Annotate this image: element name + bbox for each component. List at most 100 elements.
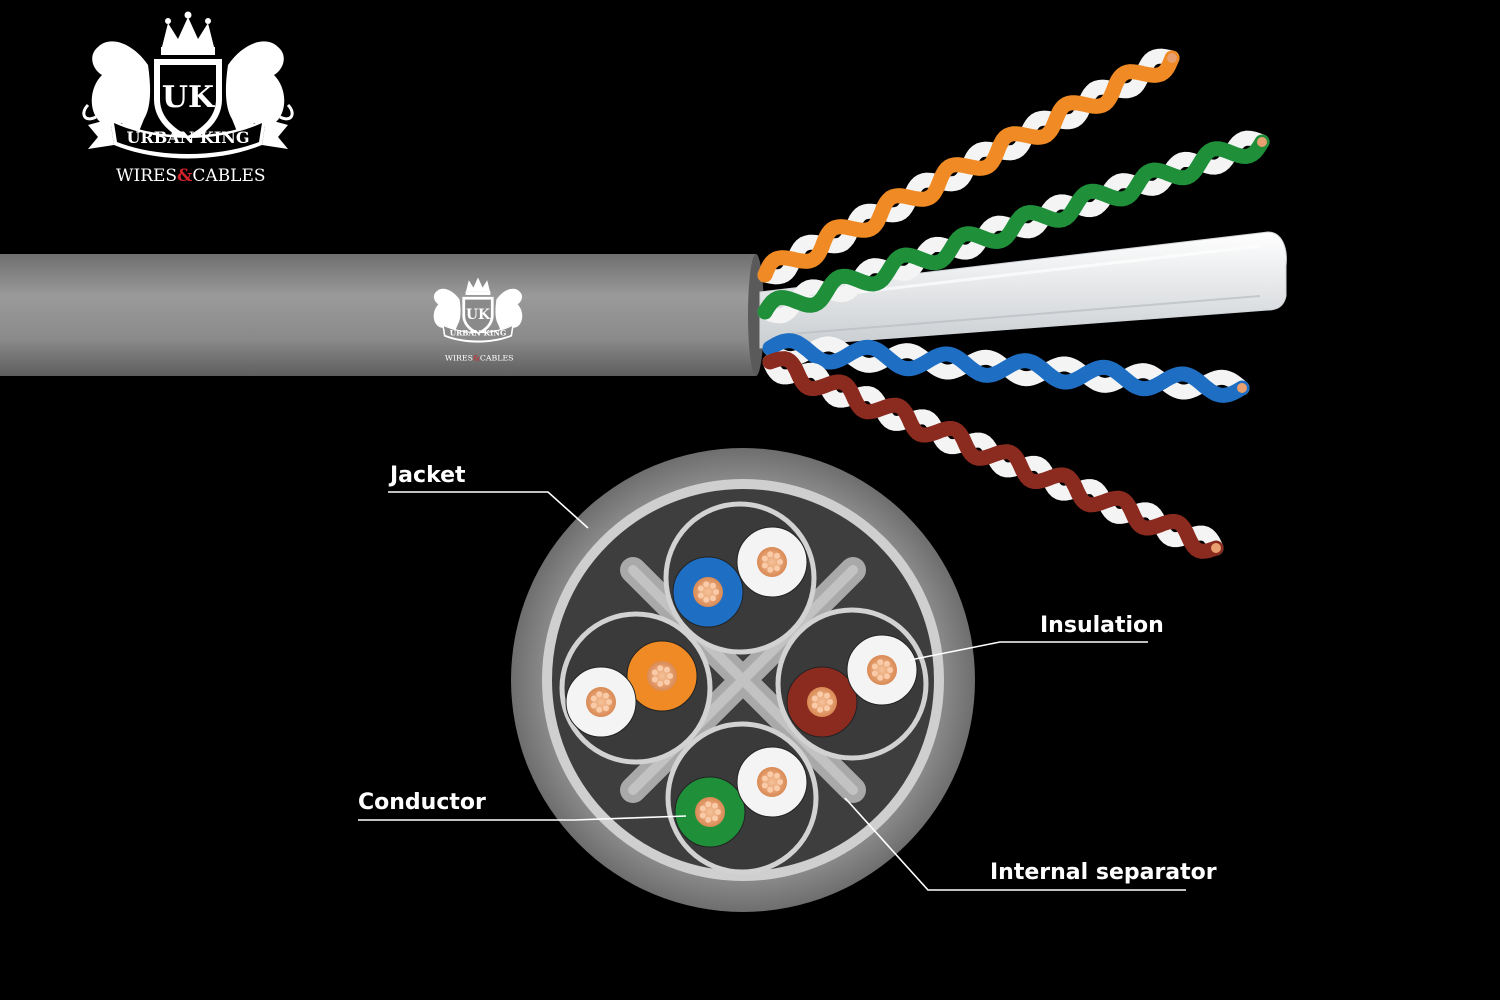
conductor-strand [603, 705, 609, 712]
conductor-strand [603, 692, 609, 699]
conductor-strand [817, 691, 824, 698]
conductor-tip-orange [1167, 53, 1177, 63]
conductor-strand [827, 699, 833, 705]
strand-color-blue [762, 333, 1250, 403]
conductor-strand [710, 595, 716, 602]
callout-insulation: Insulation [909, 613, 1164, 661]
conductor-strand [761, 775, 768, 782]
conductor-strand [824, 692, 830, 699]
conductor-strand [667, 673, 673, 679]
conductor-strand [767, 551, 774, 558]
conductor-strand [761, 562, 768, 569]
conductor-strand [596, 706, 603, 713]
pair-compartments [559, 501, 929, 875]
spline-strip [759, 231, 1287, 349]
jacket-imprint-logo: UK URBAN KING WIRES&CABLES [433, 277, 523, 362]
crown-icon [161, 11, 215, 55]
conductor-strand [703, 581, 710, 588]
conductor-strand [590, 695, 597, 702]
strand-color-brown [762, 351, 1224, 559]
conductor-tip-blue [1237, 383, 1247, 393]
brand-ribbon: URBAN KING [88, 119, 288, 159]
conductor-strand [606, 699, 612, 705]
conductor-strand [697, 592, 704, 599]
twisted-pair-orange [757, 48, 1180, 285]
callout-conductor: Conductor [358, 790, 687, 821]
jacket-imprint-subtitle: WIRES&CABLES [445, 353, 514, 362]
shield-icon: UK [154, 59, 222, 143]
conductor-strand [884, 673, 890, 680]
conductor-strand [710, 582, 716, 589]
twisted-pair-blue [762, 333, 1250, 403]
conductor-strand [703, 596, 710, 603]
brand-subtitle: WIRES&CABLES [116, 166, 266, 186]
conductor-strand [697, 585, 704, 592]
compartment-bottom [665, 721, 819, 875]
conductor-strand [590, 702, 597, 709]
brand-name: URBAN KING [126, 128, 249, 147]
conductor-strand [871, 670, 878, 677]
conductor-strand [657, 680, 664, 687]
conductor-strand [824, 705, 830, 712]
lion-right-icon [225, 41, 294, 139]
cable-side-view: UK URBAN KING WIRES&CABLES [0, 48, 1287, 559]
jacket-imprint-monogram: UK [466, 307, 491, 323]
conductor-strand [651, 669, 658, 676]
conductor-strand [664, 679, 670, 686]
conductor-strand [884, 660, 890, 667]
conductor-strand [774, 552, 780, 559]
callout-separator-label: Internal separator [990, 860, 1217, 885]
conductor-strand [761, 782, 768, 789]
conductor-strand [713, 589, 719, 595]
compartment-left [559, 611, 713, 765]
callout-conductor-label: Conductor [358, 790, 486, 815]
conductor-strand [767, 771, 774, 778]
conductor-strand [699, 812, 706, 819]
conductor-strand [774, 772, 780, 779]
brand-subtitle-amp: & [177, 166, 193, 186]
conductor-strand [811, 702, 818, 709]
conductor-tip-brown [1211, 543, 1221, 553]
cable-cross-section [511, 448, 975, 912]
jacket-imprint-subtitle-right: CABLES [480, 353, 514, 362]
brand-logo: UK URBAN KING WIRES&CABLES [82, 11, 294, 186]
twisted-pair-brown [762, 351, 1224, 559]
brand-subtitle-left: WIRES [116, 166, 177, 186]
conductor-tip-green [1257, 137, 1267, 147]
twisted-pair-green [757, 130, 1270, 324]
conductor-strand [651, 676, 658, 683]
strand-color-orange [757, 50, 1180, 283]
callout-jacket: Jacket [388, 463, 589, 529]
jacket-imprint-subtitle-amp: & [473, 353, 480, 362]
lion-left-icon [82, 41, 151, 139]
conductor-strand [712, 802, 718, 809]
conductor-strand [767, 566, 774, 573]
conductor-strand [777, 779, 783, 785]
callout-insulation-label: Insulation [1040, 613, 1164, 638]
conductor-strand [774, 785, 780, 792]
conductor-strand [811, 695, 818, 702]
compartment-right [775, 607, 929, 761]
conductor-strand [817, 706, 824, 713]
conductor-strand [871, 663, 878, 670]
jacket-imprint-name: URBAN KING [450, 328, 507, 337]
brand-monogram: UK [162, 80, 215, 115]
conductor-strand [715, 809, 721, 815]
brand-subtitle-right: CABLES [192, 166, 265, 186]
twisted-pairs [757, 48, 1270, 559]
conductor-strand [712, 815, 718, 822]
conductor-strand [774, 565, 780, 572]
jacket-imprint-subtitle-left: WIRES [445, 353, 473, 362]
callout-jacket-label: Jacket [388, 463, 466, 488]
conductor-strand [887, 667, 893, 673]
conductor-strand [761, 555, 768, 562]
conductor-strand [596, 691, 603, 698]
callout-separator: Internal separator [844, 797, 1217, 891]
compartment-top [663, 501, 817, 655]
strand-color-green [757, 134, 1270, 320]
conductor-strand [877, 674, 884, 681]
jacket-side [0, 254, 756, 376]
conductor-strand [877, 659, 884, 666]
conductor-strand [705, 801, 712, 808]
